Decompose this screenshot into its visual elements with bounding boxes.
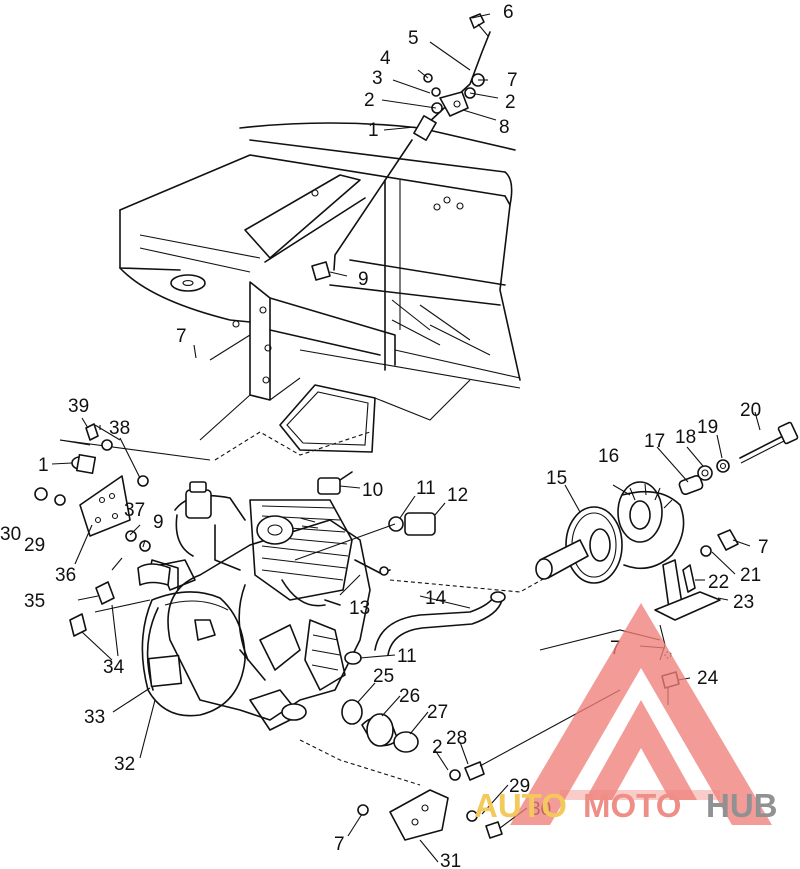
recoil-starter-cover — [137, 563, 246, 717]
callout-5: 5 — [408, 28, 419, 49]
callout-35: 35 — [24, 591, 45, 612]
drive-clutch-assembly — [535, 421, 799, 584]
callout-6: 6 — [503, 2, 514, 23]
callout-26: 26 — [399, 686, 420, 707]
callout-34: 34 — [103, 657, 125, 678]
callout-11: 11 — [416, 478, 436, 499]
callout-7: 7 — [758, 537, 769, 558]
callout-2: 2 — [505, 92, 516, 113]
callout-20: 20 — [740, 400, 761, 421]
callout-8: 8 — [499, 117, 510, 138]
callout-38: 38 — [109, 418, 130, 439]
watermark-logo: AUTO MOTO HUB — [474, 603, 778, 825]
callout-9: 9 — [358, 269, 369, 290]
callout-33: 33 — [84, 707, 105, 728]
callout-7: 7 — [334, 834, 345, 855]
callout-37: 37 — [124, 500, 145, 521]
callout-36: 36 — [55, 565, 76, 586]
callout-32: 32 — [114, 754, 135, 775]
watermark-text-auto: AUTO — [474, 787, 567, 824]
callout-28: 28 — [446, 728, 467, 749]
left-engine-mount — [34, 423, 151, 637]
callout-12: 12 — [447, 485, 468, 506]
callout-3: 3 — [372, 68, 383, 89]
callout-23: 23 — [733, 592, 754, 613]
callout-22: 22 — [708, 572, 729, 593]
callout-4: 4 — [380, 48, 391, 69]
callout-11: 11 — [397, 646, 417, 667]
callout-30: 30 — [0, 524, 21, 545]
callout-1: 1 — [38, 455, 49, 476]
callout-13: 13 — [349, 598, 370, 619]
hoses-and-clamps — [341, 591, 621, 781]
spark-plug-and-boot — [317, 471, 436, 536]
callout-16: 16 — [598, 446, 619, 467]
callout-9: 9 — [153, 512, 164, 533]
callout-18: 18 — [675, 427, 696, 448]
callout-31: 31 — [440, 851, 461, 869]
callout-19: 19 — [697, 417, 718, 438]
callout-7: 7 — [507, 70, 518, 91]
callout-7: 7 — [176, 326, 187, 347]
frame-chassis — [59, 122, 521, 461]
callout-14: 14 — [425, 588, 447, 609]
watermark-text-moto: MOTO — [583, 787, 681, 824]
callout-24: 24 — [697, 668, 719, 689]
callout-labels: 6 5 4 7 3 2 2 8 1 9 7 39 38 1 10 11 12 2… — [0, 2, 769, 869]
callout-17: 17 — [644, 431, 665, 452]
callout-25: 25 — [373, 666, 394, 687]
leader-lines — [51, 13, 761, 863]
bottom-bracket — [357, 789, 503, 841]
callout-29: 29 — [24, 535, 45, 556]
callout-15: 15 — [546, 468, 567, 489]
callout-2: 2 — [364, 90, 375, 111]
callout-1: 1 — [368, 120, 379, 141]
callout-21: 21 — [740, 565, 761, 586]
callout-27: 27 — [427, 702, 448, 723]
throttle-cable-assembly — [311, 13, 491, 281]
callout-10: 10 — [362, 480, 383, 501]
callout-39: 39 — [68, 396, 89, 417]
engine-block — [147, 481, 391, 731]
watermark-text-hub: HUB — [706, 787, 778, 824]
callout-29: 29 — [509, 776, 530, 797]
callout-2: 2 — [432, 737, 443, 758]
